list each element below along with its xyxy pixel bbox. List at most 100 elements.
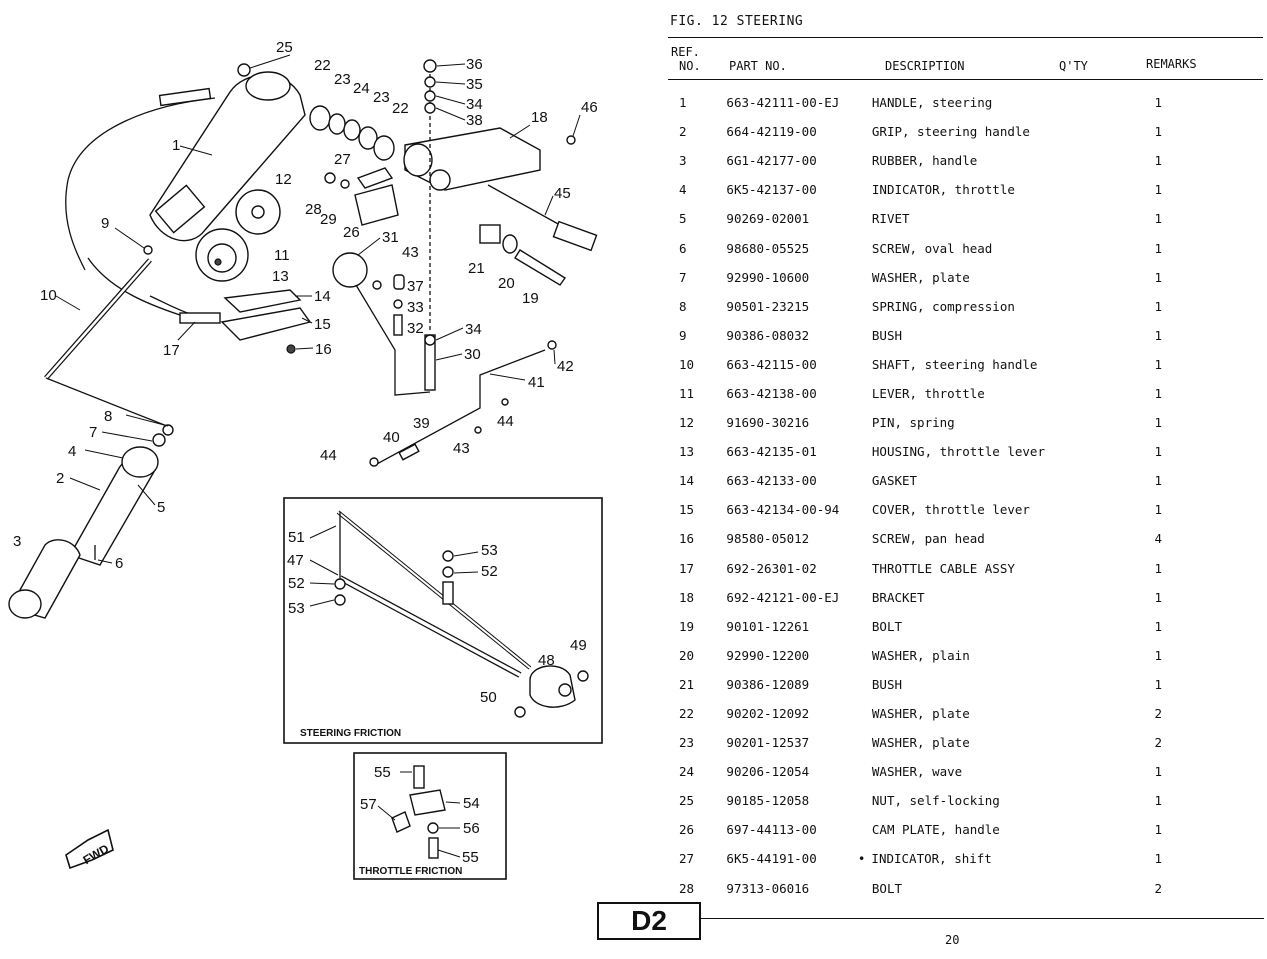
quantity-cell: 1 bbox=[1154, 822, 1163, 838]
description-cell: WASHER, plate bbox=[871, 269, 970, 285]
quantity-cell: 1 bbox=[1154, 124, 1163, 140]
throttle-friction-caption: THROTTLE FRICTION bbox=[359, 866, 462, 877]
quantity-cell: 1 bbox=[1154, 153, 1163, 169]
header-bottom-rule bbox=[668, 79, 1263, 80]
part-number-cell: 90501-23215 bbox=[726, 298, 810, 314]
quantity-cell: 1 bbox=[1154, 851, 1163, 867]
quantity-cell: 1 bbox=[1154, 793, 1163, 809]
callout-28: 28 bbox=[305, 201, 322, 218]
row-mark: • bbox=[857, 851, 866, 867]
description-cell: NUT, self-locking bbox=[871, 793, 1000, 809]
description-cell: RUBBER, handle bbox=[871, 153, 978, 169]
callout-22a: 22 bbox=[314, 57, 331, 74]
callout-26: 26 bbox=[343, 224, 360, 241]
callout-55a: 55 bbox=[374, 764, 391, 781]
ref-cell: 1 bbox=[679, 95, 687, 111]
exploded-parts-diagram: FWD STEERING FRICTION THROTTLE FRICTION … bbox=[8, 39, 603, 880]
callout-52b: 52 bbox=[481, 563, 498, 580]
description-text: INDICATOR, shift bbox=[871, 851, 992, 867]
quantity-cell: 1 bbox=[1154, 473, 1163, 489]
description-cell: SPRING, compression bbox=[871, 298, 1015, 314]
callout-34a: 34 bbox=[466, 96, 483, 113]
description-cell: INDICATOR, throttle bbox=[871, 182, 1015, 198]
throttle-friction-inset bbox=[353, 752, 507, 880]
ref-cell: 9 bbox=[679, 327, 687, 343]
callout-53a: 53 bbox=[288, 600, 305, 617]
callout-44b: 44 bbox=[497, 413, 514, 430]
part-number-cell: 692-42121-00-EJ bbox=[726, 589, 840, 605]
description-cell: HANDLE, steering bbox=[871, 95, 993, 111]
callout-53b: 53 bbox=[481, 542, 498, 559]
callout-44a: 44 bbox=[320, 447, 337, 464]
part-drawings bbox=[8, 59, 598, 619]
part-number-cell: 92990-12200 bbox=[726, 647, 810, 663]
ref-cell: 16 bbox=[679, 531, 695, 547]
ref-cell: 5 bbox=[679, 211, 687, 227]
callout-1: 1 bbox=[172, 137, 180, 154]
callout-27: 27 bbox=[334, 151, 351, 168]
ref-cell: 20 bbox=[679, 647, 695, 663]
header-part-no: PART NO. bbox=[729, 59, 787, 73]
callout-2: 2 bbox=[56, 470, 64, 487]
quantity-cell: 1 bbox=[1154, 269, 1163, 285]
ref-cell: 13 bbox=[679, 444, 695, 460]
ref-cell: 17 bbox=[679, 560, 695, 576]
part-number-cell: 91690-30216 bbox=[726, 415, 810, 431]
part-number-cell: 697-44113-00 bbox=[726, 822, 817, 838]
part-number-cell: 90386-12089 bbox=[726, 676, 810, 692]
ref-cell: 23 bbox=[679, 735, 695, 751]
ref-cell: 26 bbox=[679, 822, 695, 838]
callout-19: 19 bbox=[522, 290, 539, 307]
part-number-cell: 98580-05012 bbox=[726, 531, 810, 547]
description-cell: GASKET bbox=[871, 473, 918, 489]
callout-20: 20 bbox=[498, 275, 515, 292]
description-cell: SCREW, oval head bbox=[871, 240, 993, 256]
quantity-cell: 4 bbox=[1154, 531, 1163, 547]
quantity-cell: 1 bbox=[1154, 327, 1163, 343]
ref-cell: 2 bbox=[679, 124, 687, 140]
page-number: 20 bbox=[945, 933, 960, 947]
part-number-cell: 90269-02001 bbox=[726, 211, 810, 227]
callout-23b: 23 bbox=[373, 89, 390, 106]
callout-34b: 34 bbox=[465, 321, 482, 338]
description-cell: BOLT bbox=[871, 880, 902, 896]
ref-cell: 15 bbox=[679, 502, 695, 518]
description-cell: LEVER, throttle bbox=[871, 385, 985, 401]
description-cell: BUSH bbox=[871, 327, 902, 343]
description-cell: WASHER, plate bbox=[871, 735, 970, 751]
callout-22b: 22 bbox=[392, 100, 409, 117]
callout-47: 47 bbox=[287, 552, 304, 569]
part-number-cell: 663-42134-00-94 bbox=[726, 502, 840, 518]
quantity-cell: 1 bbox=[1154, 764, 1163, 780]
ref-cell: 19 bbox=[679, 618, 695, 634]
ref-cell: 12 bbox=[679, 415, 695, 431]
ref-cell: 28 bbox=[679, 880, 695, 896]
quantity-cell: 1 bbox=[1154, 240, 1163, 256]
description-cell: BRACKET bbox=[871, 589, 925, 605]
callout-23a: 23 bbox=[334, 71, 351, 88]
callout-45: 45 bbox=[554, 185, 571, 202]
throttle-friction-parts bbox=[391, 765, 446, 859]
quantity-cell: 1 bbox=[1154, 618, 1163, 634]
callout-31: 31 bbox=[382, 229, 399, 246]
part-number-cell: 692-26301-02 bbox=[726, 560, 817, 576]
steering-friction-caption: STEERING FRICTION bbox=[300, 728, 401, 739]
part-number-cell: 90185-12058 bbox=[726, 793, 810, 809]
callout-43a: 43 bbox=[402, 244, 419, 261]
description-cell: WASHER, plate bbox=[871, 706, 970, 722]
callout-labels: 1 2 3 4 5 6 7 8 9 10 11 12 13 14 15 16 1… bbox=[13, 39, 598, 866]
quantity-cell: 1 bbox=[1154, 298, 1163, 314]
quantity-cell: 1 bbox=[1154, 502, 1163, 518]
callout-29: 29 bbox=[320, 211, 337, 228]
